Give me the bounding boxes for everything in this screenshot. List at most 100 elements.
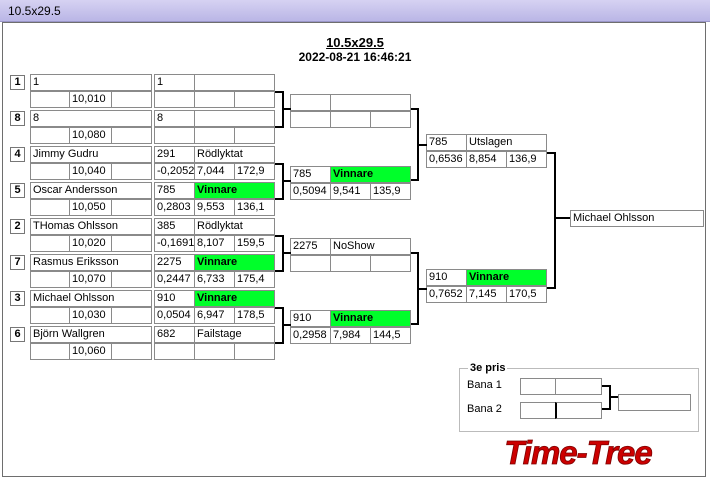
elapsed-time: 9,553 <box>194 199 235 216</box>
seed-number: 4 <box>10 147 25 162</box>
dial-in-time: 10,020 <box>69 235 112 252</box>
racer-name: Jimmy Gudru <box>30 146 152 163</box>
blank-cell <box>111 235 152 252</box>
seed-number: 1 <box>10 75 25 90</box>
car-number: 785 <box>154 182 195 199</box>
speed: 178,5 <box>234 307 275 324</box>
connector-r3 <box>547 152 556 289</box>
lane2-box-b[interactable] <box>555 402 602 419</box>
car-number: 8 <box>154 110 195 127</box>
elapsed-time <box>194 343 235 360</box>
race-status: Failstage <box>194 326 275 343</box>
speed: 175,4 <box>234 271 275 288</box>
blank-cell <box>30 199 70 216</box>
elapsed-time <box>194 91 235 108</box>
elapsed-time: 6,733 <box>194 271 235 288</box>
lane1-box-a <box>520 378 556 395</box>
elapsed-time: 6,947 <box>194 307 235 324</box>
logo-text: Time-Tree <box>504 434 652 471</box>
car-number: 2275 <box>154 254 195 271</box>
reaction-time <box>290 255 331 272</box>
race-status: Vinnare <box>330 310 411 327</box>
racer-name: 1 <box>30 74 152 91</box>
blank-cell <box>30 271 70 288</box>
racer-name: Björn Wallgren <box>30 326 152 343</box>
blank-cell <box>30 91 70 108</box>
reaction-time: 0,2803 <box>154 199 195 216</box>
elapsed-time <box>330 255 371 272</box>
race-status: Vinnare <box>194 290 275 307</box>
lane2-box-a <box>520 402 556 419</box>
lane1-box-b <box>555 378 602 395</box>
speed: 136,9 <box>506 151 547 168</box>
seed-number: 3 <box>10 291 25 306</box>
blank-cell <box>30 163 70 180</box>
reaction-time <box>154 127 195 144</box>
racer-name: 8 <box>30 110 152 127</box>
race-status: Utslagen <box>466 134 547 151</box>
blank-cell <box>111 307 152 324</box>
final-winner: Michael Ohlsson <box>570 210 704 227</box>
reaction-time: 0,2447 <box>154 271 195 288</box>
car-number <box>290 94 331 111</box>
connector-r1-d-out <box>283 324 291 326</box>
lane1-label: Bana 1 <box>467 379 502 391</box>
racer-name: THomas Ohlsson <box>30 218 152 235</box>
elapsed-time <box>330 111 371 128</box>
speed: 135,9 <box>370 183 411 200</box>
seed-number: 6 <box>10 327 25 342</box>
race-status <box>194 110 275 127</box>
event-datetime: 2022-08-21 16:46:21 <box>298 50 412 64</box>
racer-name: Oscar Andersson <box>30 182 152 199</box>
reaction-time: 0,5094 <box>290 183 331 200</box>
reaction-time: 0,2958 <box>290 327 331 344</box>
racer-name: Michael Ohlsson <box>30 290 152 307</box>
blank-cell <box>30 343 70 360</box>
racer-name: Rasmus Eriksson <box>30 254 152 271</box>
blank-cell <box>30 127 70 144</box>
speed: 144,5 <box>370 327 411 344</box>
race-status <box>330 94 411 111</box>
connector-r1-c-out <box>283 252 291 254</box>
car-number: 682 <box>154 326 195 343</box>
blank-cell <box>30 235 70 252</box>
elapsed-time: 7,145 <box>466 286 507 303</box>
connector-third-out <box>610 396 619 398</box>
car-number: 2275 <box>290 238 331 255</box>
window-title: 10.5x29.5 <box>8 4 61 18</box>
reaction-time <box>154 343 195 360</box>
car-number: 910 <box>426 269 467 286</box>
reaction-time: -0,1691 <box>154 235 195 252</box>
speed: 170,5 <box>506 286 547 303</box>
elapsed-time: 8,854 <box>466 151 507 168</box>
race-status: NoShow <box>330 238 411 255</box>
connector-r1-b-out <box>283 180 291 182</box>
dial-in-time: 10,040 <box>69 163 112 180</box>
blank-cell <box>111 91 152 108</box>
reaction-time: 0,0504 <box>154 307 195 324</box>
blank-cell <box>111 199 152 216</box>
elapsed-time: 8,107 <box>194 235 235 252</box>
race-status: Rödlyktat <box>194 218 275 235</box>
car-number: 385 <box>154 218 195 235</box>
speed: 159,5 <box>234 235 275 252</box>
connector-r2-b-out <box>418 288 427 290</box>
time-tree-logo: Time-Tree <box>504 434 654 472</box>
blank-cell <box>111 271 152 288</box>
car-number: 785 <box>290 166 331 183</box>
speed: 172,9 <box>234 163 275 180</box>
blank-cell <box>111 127 152 144</box>
third-place-panel <box>459 368 699 432</box>
bracket-frame <box>2 22 706 477</box>
seed-number: 2 <box>10 219 25 234</box>
speed <box>234 91 275 108</box>
speed <box>370 255 411 272</box>
reaction-time <box>290 111 331 128</box>
connector-r2-a-out <box>418 144 427 146</box>
seed-number: 5 <box>10 183 25 198</box>
speed <box>234 127 275 144</box>
dial-in-time: 10,070 <box>69 271 112 288</box>
seed-number: 7 <box>10 255 25 270</box>
car-number: 291 <box>154 146 195 163</box>
car-number: 785 <box>426 134 467 151</box>
